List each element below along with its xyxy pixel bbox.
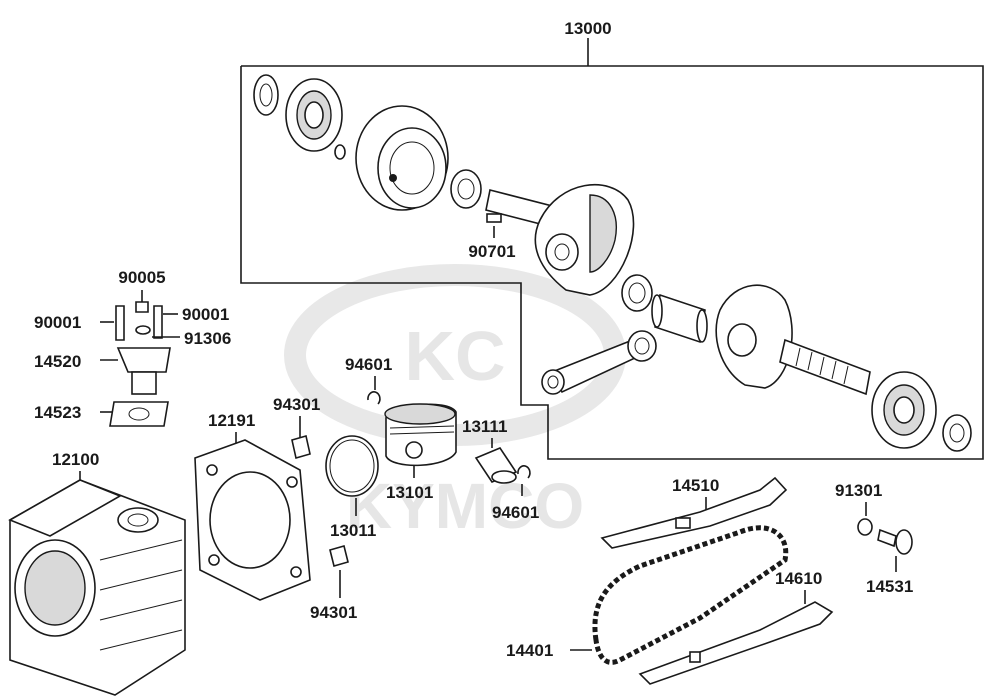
piston-clip-top (367, 391, 381, 405)
label-assembly[interactable]: 13000 (564, 19, 611, 38)
flywheel-pulley (355, 105, 449, 211)
tensioner-bolt (877, 528, 897, 548)
label-key[interactable]: 90701 (468, 242, 515, 261)
dowel-top-group: 94301 (273, 395, 320, 460)
tensioner-body (116, 347, 171, 373)
bolt-center (135, 301, 149, 313)
tensioner-plunger (131, 371, 157, 395)
right-bearing (871, 371, 937, 449)
piston-clip-bottom (517, 465, 531, 479)
label-tensioner-gasket[interactable]: 14523 (34, 403, 81, 422)
clip-top-group: 94601 (345, 355, 392, 405)
chain-guide-top-group: 14510 (600, 476, 788, 549)
dowel-bottom-group: 94301 (310, 545, 357, 622)
label-cam-chain[interactable]: 14401 (506, 641, 553, 660)
label-bolt-left[interactable]: 90001 (34, 313, 81, 332)
label-chain-guide-bottom[interactable]: 14610 (775, 569, 822, 588)
watermark-logo-text: KC (404, 317, 505, 395)
clip-bottom-group: 94601 (492, 465, 539, 522)
small-washer (334, 144, 346, 160)
bolt-right (153, 305, 163, 339)
ring-set-group: 13011 (325, 435, 379, 540)
connecting-rod (541, 330, 657, 395)
cylinder-block (8, 479, 186, 696)
dowel-bottom (329, 545, 349, 567)
label-piston-pin[interactable]: 13111 (462, 417, 507, 436)
label-chain-guide-top[interactable]: 14510 (672, 476, 719, 495)
crank-pin (651, 293, 708, 344)
label-cylinder[interactable]: 12100 (52, 450, 99, 469)
woodruff-key (486, 213, 502, 223)
piston-pin-group: 13111 (462, 417, 518, 484)
label-bolt-right[interactable]: 90001 (182, 305, 229, 324)
oring (857, 518, 873, 536)
crankshaft-assembly-group: 13000 (240, 19, 984, 460)
chain-guide-top (600, 476, 788, 549)
tensioner-gasket (109, 401, 169, 427)
cylinder-gasket-group: 12191 (194, 411, 311, 601)
tensioner-bolt-group: 14531 (866, 528, 913, 596)
left-bearing (285, 78, 343, 152)
label-tensioner-bolt[interactable]: 14531 (866, 577, 913, 596)
chain-guide-bottom (638, 601, 834, 685)
label-bolt-center[interactable]: 90005 (118, 268, 165, 287)
chain-guide-bottom-group: 14610 (638, 569, 834, 685)
label-cylinder-gasket[interactable]: 12191 (208, 411, 255, 430)
label-ring-set[interactable]: 13011 (330, 521, 376, 540)
needle-bearing (621, 274, 653, 312)
left-crank-half (485, 183, 635, 296)
label-oring[interactable]: 91301 (835, 481, 882, 500)
label-tensioner[interactable]: 14520 (34, 352, 81, 371)
cam-chain (592, 525, 789, 665)
label-piston[interactable]: 13101 (386, 483, 433, 502)
piston-group: 13101 (384, 403, 457, 502)
label-dowel-bottom[interactable]: 94301 (310, 603, 357, 622)
washer (135, 325, 151, 335)
tensioner-group: 90005 90001 90001 91306 14520 14523 (34, 268, 231, 427)
left-sprocket (253, 74, 279, 116)
watermark-brand-text: KYMCO (346, 470, 584, 542)
oring-group: 91301 (835, 481, 882, 536)
right-sprocket (942, 414, 972, 452)
kymco-watermark: KC KYMCO (284, 264, 626, 542)
piston-ring-outer (325, 435, 379, 497)
oil-seal (450, 169, 482, 209)
cylinder-group: 12100 (8, 450, 186, 696)
cam-chain-group: 14401 (506, 525, 789, 665)
dowel-top (291, 434, 311, 460)
bolt-left (115, 305, 125, 341)
assembly-bracket-frame (240, 65, 984, 460)
label-dowel-top[interactable]: 94301 (273, 395, 320, 414)
right-crank-half (715, 284, 871, 396)
label-washer[interactable]: 91306 (184, 329, 231, 348)
label-clip-bottom[interactable]: 94601 (492, 503, 539, 522)
label-clip-top[interactable]: 94601 (345, 355, 392, 374)
